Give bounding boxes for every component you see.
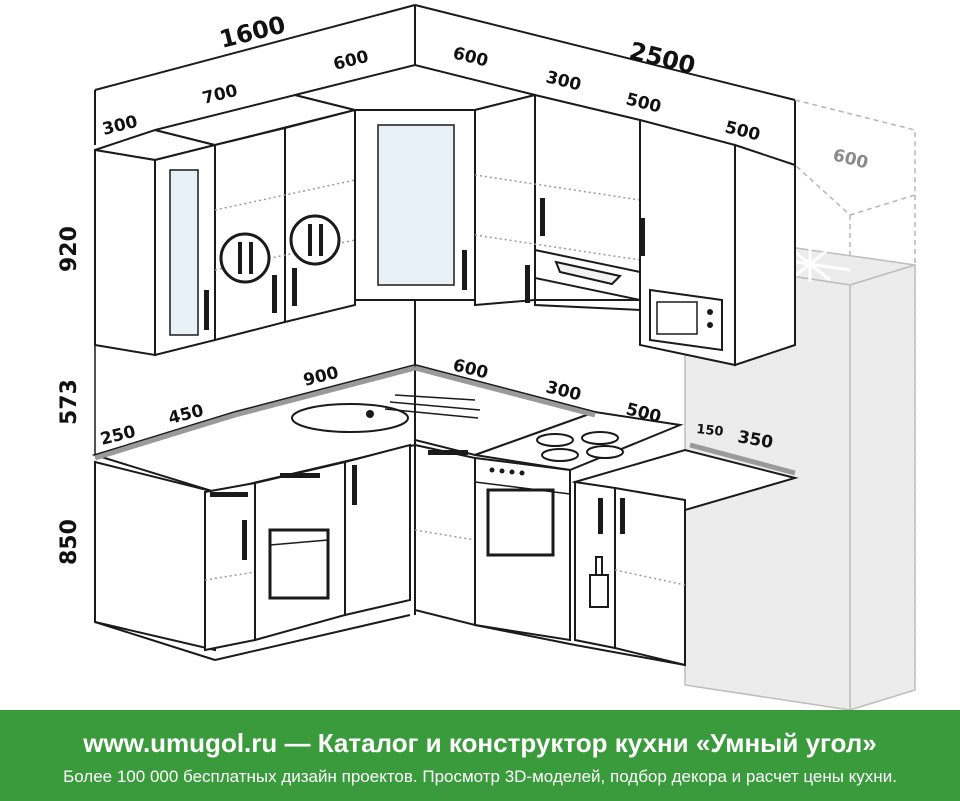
upper-cabinets-left <box>94 93 356 357</box>
cabinet-handle <box>540 198 545 236</box>
cabinet-handle <box>204 290 209 330</box>
dim-height-850: 850 <box>57 519 82 565</box>
cabinet-handle <box>280 473 320 478</box>
cabinet-handle <box>292 268 297 306</box>
dim-upper-right-600: 600 <box>451 43 490 71</box>
banner-subtitle: Более 100 000 бесплатных дизайн проектов… <box>63 767 897 786</box>
dimension-labels: 1600 2500 300 700 600 600 300 500 500 60… <box>57 10 870 565</box>
dim-right-total: 2500 <box>627 37 699 80</box>
dim-height-920: 920 <box>57 226 82 272</box>
dim-upper-left-700: 700 <box>200 81 239 109</box>
cabinet-handle <box>210 492 248 497</box>
cabinet-handle <box>242 520 247 560</box>
cabinet-handle <box>620 498 625 534</box>
dim-upper-right-300: 300 <box>544 67 583 95</box>
bottle-icon <box>589 556 609 608</box>
oven <box>474 456 571 642</box>
glass-door <box>377 124 455 286</box>
utensils-icon <box>289 214 341 266</box>
cabinet-handle <box>525 265 530 303</box>
lower-cabinets <box>94 443 686 667</box>
dim-upper-left-300: 300 <box>100 112 139 140</box>
dim-height-573: 573 <box>57 379 82 425</box>
sink <box>291 394 481 433</box>
cabinet-handle <box>462 250 467 290</box>
dishwasher-icon <box>268 528 330 600</box>
dim-lower-150: 150 <box>696 422 725 440</box>
dim-fridge-600: 600 <box>831 145 870 173</box>
upper-cabinets-right <box>474 93 796 367</box>
cooktop <box>536 431 624 462</box>
dim-upper-left-600: 600 <box>331 47 370 75</box>
glass-door <box>169 169 199 336</box>
cabinet-handle <box>428 450 468 455</box>
cabinet-handle <box>272 275 277 313</box>
footer-banner: www.umugol.ru — Каталог и конструктор ку… <box>0 710 960 801</box>
cabinet-handle <box>352 465 357 505</box>
cabinet-handle <box>640 218 645 256</box>
utensils-icon <box>219 232 271 284</box>
microwave <box>649 288 723 352</box>
dim-upper-right-500b: 500 <box>723 117 762 145</box>
banner-title[interactable]: www.umugol.ru — Каталог и конструктор ку… <box>83 728 877 758</box>
dim-upper-right-500a: 500 <box>624 89 663 117</box>
kitchen-diagram: 1600 2500 300 700 600 600 300 500 500 60… <box>57 4 916 710</box>
cabinet-handle <box>598 498 603 534</box>
upper-corner-cabinet <box>294 63 536 301</box>
